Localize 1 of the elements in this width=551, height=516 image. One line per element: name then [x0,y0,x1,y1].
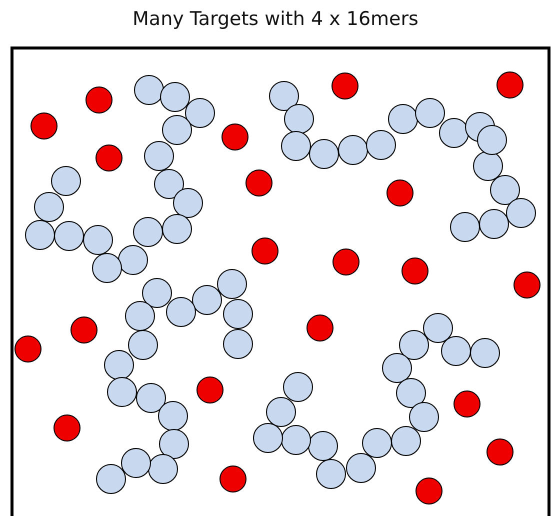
diagram-title: Many Targets with 4 x 16mers [132,8,420,30]
